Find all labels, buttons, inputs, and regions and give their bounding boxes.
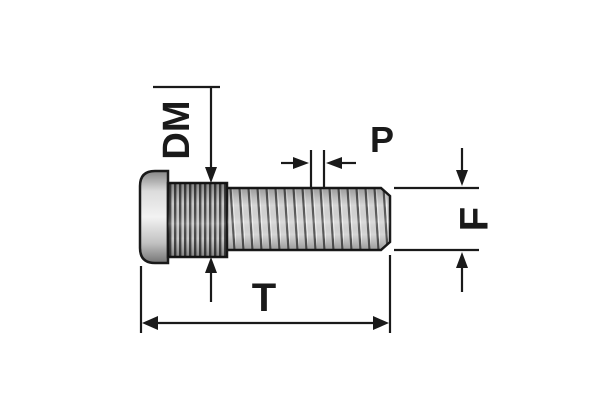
p-arrow-left-icon [326,157,342,169]
t-arrow-right-icon [373,316,389,330]
dm-label: DM [156,100,198,159]
t-label: T [252,276,276,320]
t-arrow-left-icon [142,316,158,330]
knurl-section [166,181,229,259]
bolt-body [138,169,392,265]
p-label: P [370,119,394,160]
t-dimension: T [139,255,392,333]
thread-section [225,186,392,252]
f-label: F [453,207,497,231]
dm-arrow-up-icon [205,257,217,273]
p-arrow-right-icon [293,157,309,169]
f-arrow-down-icon [456,170,468,186]
bolt-head [138,169,170,265]
dm-arrow-down-icon [205,167,217,183]
f-dimension: F [394,148,497,292]
p-dimension: P [281,119,394,187]
f-arrow-up-icon [456,252,468,268]
dm-dimension: DM [153,85,220,302]
